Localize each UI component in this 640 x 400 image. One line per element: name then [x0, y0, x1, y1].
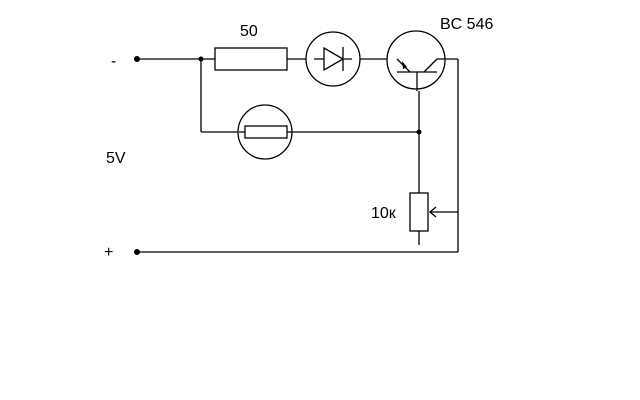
junction-top-left — [198, 56, 204, 62]
transistor-bc546 — [386, 30, 458, 91]
terminal-positive — [134, 249, 140, 255]
supply-voltage-label: 5V — [106, 150, 126, 167]
terminal-negative — [134, 56, 140, 62]
diode — [305, 31, 361, 87]
positive-label: + — [104, 244, 113, 261]
potentiometer-value-label: 10к — [371, 205, 397, 222]
resistor-value-label: 50 — [240, 23, 258, 40]
resistor-50 — [214, 47, 288, 71]
junction-mid-right — [416, 129, 422, 135]
potentiometer-10k — [409, 192, 458, 232]
negative-label: - — [111, 53, 116, 70]
transistor-model-label: BC 546 — [440, 16, 493, 33]
thermistor — [237, 104, 293, 160]
